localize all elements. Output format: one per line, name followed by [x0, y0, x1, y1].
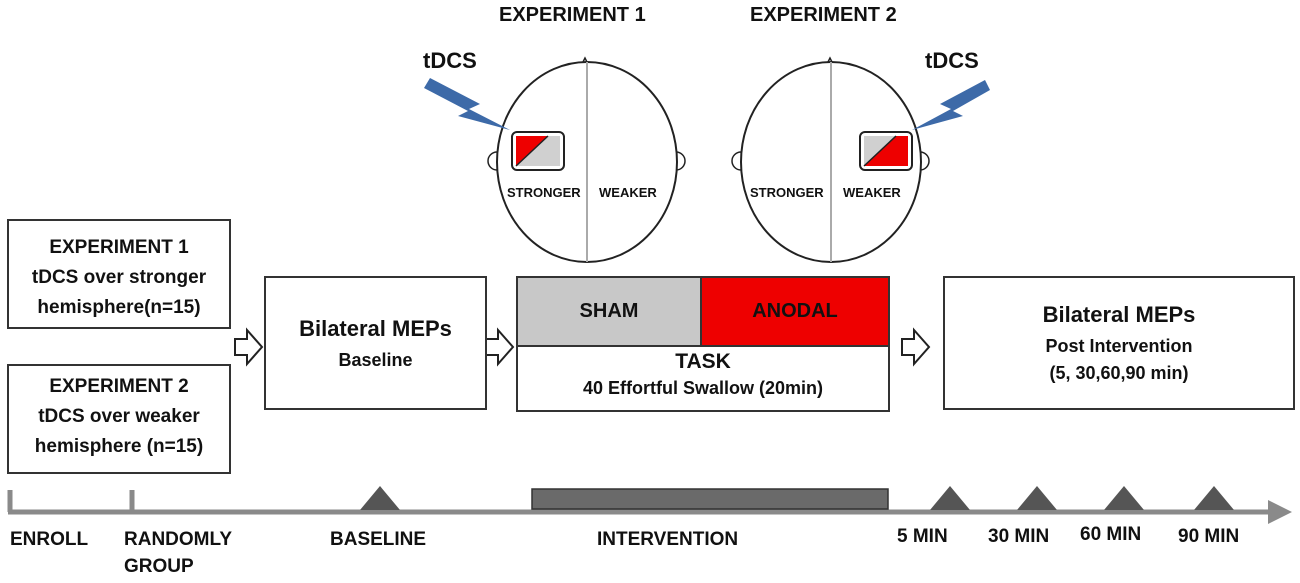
stronger-label-1: STRONGER: [507, 185, 581, 200]
lightning-bolt-icon: [424, 78, 510, 130]
label-baseline: BASELINE: [330, 529, 427, 550]
experiment-1-title: EXPERIMENT 1: [49, 237, 189, 258]
left-ear-icon: [731, 151, 742, 171]
post-box-title: Bilateral MEPs: [1042, 302, 1196, 327]
label-intervention: INTERVENTION: [597, 529, 739, 550]
left-ear-icon: [487, 151, 498, 171]
label-5-min: 5 MIN: [897, 526, 948, 547]
stronger-label-2: STRONGER: [750, 185, 824, 200]
flow-arrows: [234, 327, 931, 367]
tdcs-label-1: tDCS: [423, 48, 477, 73]
baseline-box-title: Bilateral MEPs: [299, 316, 452, 341]
marker-60-min: [1104, 486, 1144, 510]
stimulation-bar: SHAM ANODAL: [518, 278, 888, 347]
experiment-2-line-1: tDCS over weaker: [38, 406, 200, 427]
sham-segment: SHAM: [518, 278, 702, 345]
head-experiment-1: [424, 56, 686, 263]
baseline-box-subtitle: Baseline: [338, 350, 413, 370]
label-90-min: 90 MIN: [1178, 526, 1240, 547]
timeline-arrowhead-icon: [1268, 500, 1292, 524]
experiment-1-box: EXPERIMENT 1 tDCS over stronger hemisphe…: [7, 219, 231, 329]
experiment-2-line-2: hemisphere (n=15): [34, 436, 204, 457]
weaker-label-2: WEAKER: [843, 185, 901, 200]
sham-half: [516, 136, 560, 166]
marker-5-min: [930, 486, 970, 510]
experiment-1-heading: EXPERIMENT 1: [499, 4, 646, 26]
label-randomly: RANDOMLY: [124, 529, 233, 550]
marker-90-min: [1194, 486, 1234, 510]
experiment-2-heading: EXPERIMENT 2: [750, 4, 897, 26]
right-ear-icon: [675, 151, 686, 171]
post-box-subtitle: Post Intervention: [1045, 336, 1193, 356]
experiment-1-line-1: tDCS over stronger: [31, 267, 207, 288]
arrow-right-icon: [901, 327, 931, 367]
experiment-1-line-2: hemisphere(n=15): [37, 297, 201, 318]
label-30-min: 30 MIN: [988, 526, 1050, 547]
label-group: GROUP: [124, 556, 194, 577]
label-60-min: 60 MIN: [1080, 524, 1142, 545]
weaker-label-1: WEAKER: [599, 185, 657, 200]
experiment-2-box: EXPERIMENT 2 tDCS over weaker hemisphere…: [7, 364, 231, 474]
marker-30-min: [1017, 486, 1057, 510]
post-box-times: (5, 30,60,90 min): [1049, 363, 1189, 383]
anodal-half: [864, 136, 908, 166]
intervention-box: SHAM ANODAL TASK 40 Effortful Swallow (2…: [516, 276, 890, 412]
task-title: TASK: [675, 350, 731, 373]
head-experiment-2: [731, 56, 990, 263]
right-ear-icon: [919, 151, 930, 171]
intervention-bar: [531, 488, 889, 510]
task-detail: 40 Effortful Swallow (20min): [582, 378, 824, 398]
lightning-bolt-icon: [912, 80, 990, 130]
anodal-segment: ANODAL: [702, 278, 888, 345]
label-enroll: ENROLL: [10, 529, 89, 550]
timeline: [7, 486, 1292, 524]
post-meps-box: Bilateral MEPs Post Intervention (5, 30,…: [943, 276, 1295, 410]
tdcs-label-2: tDCS: [925, 48, 979, 73]
arrow-right-icon: [485, 327, 515, 367]
marker-baseline: [360, 486, 400, 510]
arrow-right-icon: [234, 327, 264, 367]
experiment-2-title: EXPERIMENT 2: [49, 376, 189, 397]
baseline-meps-box: Bilateral MEPs Baseline: [264, 276, 487, 410]
